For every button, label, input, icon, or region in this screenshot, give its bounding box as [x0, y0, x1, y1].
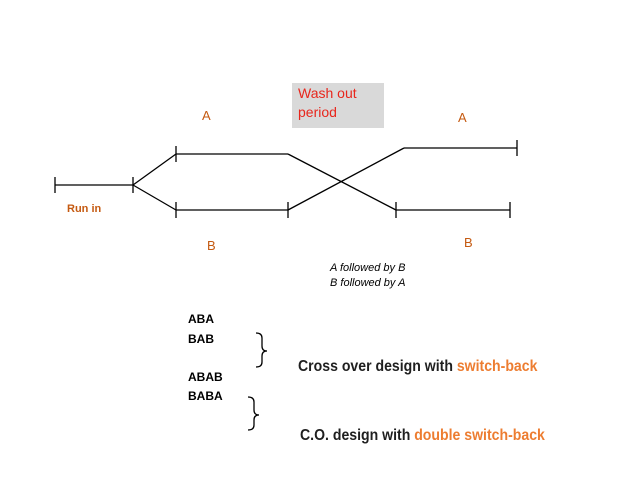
washout-line2: period [298, 104, 337, 120]
sequence-bab: BAB [188, 332, 214, 346]
note-line1: A followed by B [330, 262, 406, 274]
crossover-b-to-a [287, 147, 405, 211]
design-switch-back-highlight: switch-back [456, 358, 538, 375]
washout-line1: Wash out [298, 85, 357, 101]
design-double-highlight: double switch-back [414, 427, 545, 444]
sequence-abab: ABAB [188, 370, 223, 384]
washout-box: Wash out period [292, 83, 384, 128]
design-double-switch-back: C.O. design with double switch-back [300, 427, 545, 445]
crossover-a-to-b [287, 153, 397, 211]
brace-group2 [247, 396, 260, 431]
design-double-prefix: C.O. design with [300, 427, 415, 444]
sequence-baba: BABA [188, 389, 223, 403]
note-line2: B followed by A [330, 277, 406, 289]
label-a-left: A [202, 108, 211, 123]
split-lower [132, 184, 177, 211]
brace-group1 [255, 332, 268, 368]
sequence-aba: ABA [188, 312, 214, 326]
label-b-right: B [464, 235, 473, 250]
label-a-right: A [458, 110, 467, 125]
run-in-label: Run in [67, 203, 102, 215]
design-switch-back: Cross over design with switch-back [298, 358, 537, 376]
split-upper [132, 153, 177, 186]
design-switch-back-prefix: Cross over design with [298, 358, 457, 375]
label-b-left: B [207, 238, 216, 253]
